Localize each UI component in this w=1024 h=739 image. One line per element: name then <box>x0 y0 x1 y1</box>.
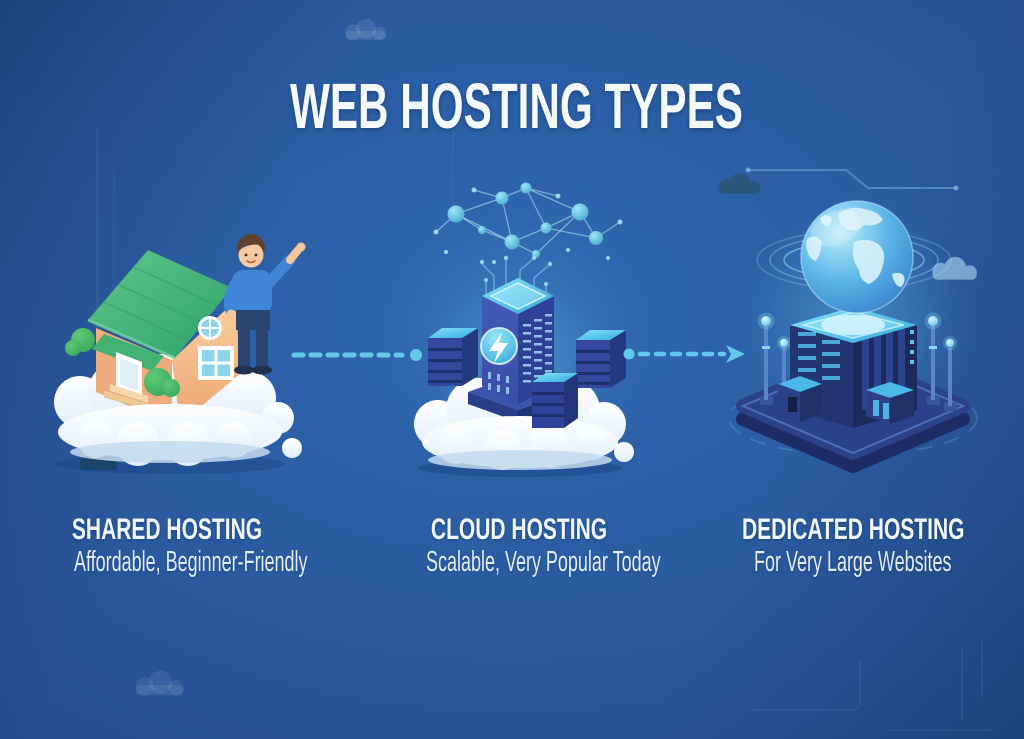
awning-icon <box>92 334 164 371</box>
section-subheading-cloud: Scalable, Very Popular Today <box>426 546 661 578</box>
roof-icon <box>88 250 232 358</box>
globe-icon <box>800 200 914 314</box>
cloud-hosting-illustration <box>414 182 634 477</box>
section-heading-dedicated: DEDICATED HOSTING <box>742 513 965 546</box>
entrance-icon <box>778 376 822 422</box>
section-heading-shared: SHARED HOSTING <box>71 513 263 546</box>
section-subheading-shared: Affordable, Beginner-Friendly <box>74 546 308 578</box>
square-window-icon <box>198 346 234 380</box>
server-rack-icon <box>428 328 478 386</box>
network-nodes-icon <box>433 182 623 264</box>
section-subheading-dedicated: For Very Large Websites <box>754 546 952 578</box>
lightning-bolt-icon <box>480 327 518 365</box>
arrowhead-icon <box>726 345 745 363</box>
cloud-icon <box>418 416 634 477</box>
cloud-icon <box>56 404 302 474</box>
shared-hosting-illustration <box>54 234 306 474</box>
circuit-trace-icon <box>745 167 959 191</box>
section-heading-cloud: CLOUD HOSTING <box>430 513 608 546</box>
antenna-icon <box>924 312 957 411</box>
connector-dashed-dot-icon <box>291 349 422 361</box>
entrance-icon <box>866 382 914 424</box>
raised-arm <box>262 242 306 290</box>
background-cloud-icon <box>719 172 760 194</box>
dedicated-hosting-illustration <box>728 200 978 473</box>
server-rack-icon <box>532 373 578 428</box>
page-title: WEB HOSTING TYPES <box>290 70 743 142</box>
server-building-icon <box>778 307 917 428</box>
door-icon <box>116 352 142 396</box>
background-cloud-icon <box>345 18 386 40</box>
connector-dashed-arrow-icon <box>623 345 745 363</box>
person-icon <box>223 234 306 375</box>
round-window-icon <box>198 316 222 340</box>
bush-icon <box>65 328 180 397</box>
server-rack-icon <box>576 330 626 388</box>
background-cloud-icon <box>135 670 184 696</box>
circuit-trace-icon <box>750 642 992 731</box>
